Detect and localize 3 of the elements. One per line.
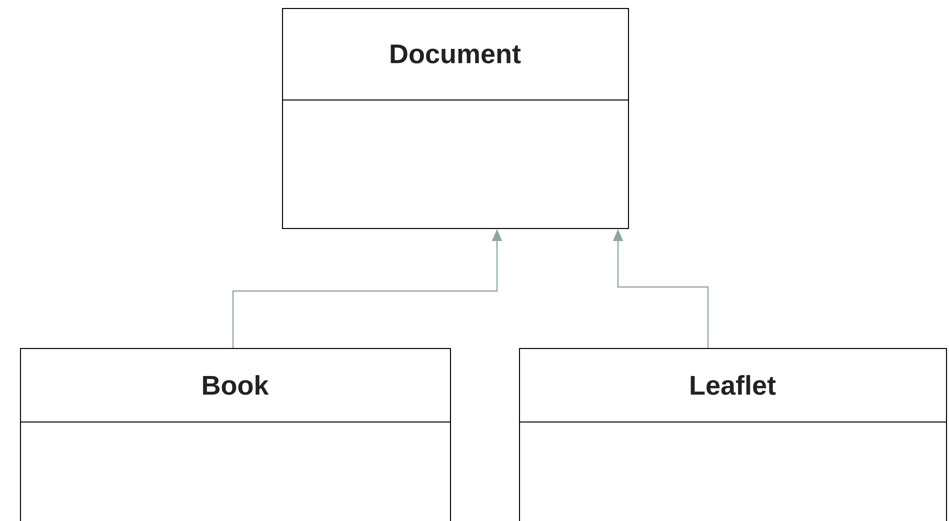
class-box: Book: [20, 348, 451, 521]
class-box: Leaflet: [518, 348, 947, 521]
class-box: Document: [282, 8, 629, 229]
